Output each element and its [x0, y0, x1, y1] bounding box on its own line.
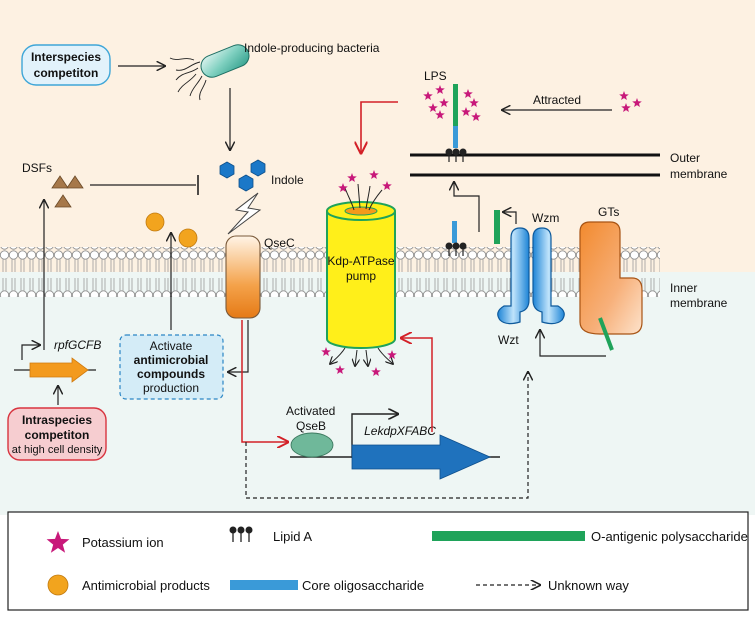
arrow-lps-to-pump	[361, 101, 398, 153]
activate-label-2: antimicrobial	[134, 353, 209, 367]
outer-membrane-label-1: Outer	[670, 151, 700, 165]
wzm-wzt-transporter	[497, 227, 565, 325]
rpf-gene-label: rpfGCFB	[54, 338, 101, 352]
potassium-ion-icon	[435, 110, 445, 119]
potassium-ion-icon	[469, 98, 479, 107]
intraspecies-label-1: Intraspecies	[22, 413, 92, 427]
lps-o-antigen-bar	[453, 84, 458, 126]
potassium-ion-icon	[321, 347, 331, 356]
activate-antimicrobial-box	[119, 334, 224, 400]
potassium-ion-icon	[338, 183, 348, 192]
interspecies-label-2: competiton	[34, 66, 99, 80]
legend-lipid-a-icon	[229, 526, 253, 542]
antimicrobial-product-icon	[145, 212, 165, 232]
indole-molecules-icon	[219, 159, 266, 192]
potassium-ion-icon	[335, 365, 345, 374]
legend-unknown-label: Unknown way	[548, 578, 629, 593]
inner-o-antigen-bar	[494, 210, 500, 244]
legend-box	[7, 511, 749, 611]
wzm-label: Wzm	[532, 211, 559, 225]
gts-label: GTs	[598, 205, 619, 219]
qseb-protein	[290, 432, 334, 458]
potassium-ion-icon	[621, 103, 631, 112]
potassium-ion-icon	[435, 85, 445, 94]
bacterium-icon	[169, 44, 250, 101]
lipid-a-outer-icon	[445, 148, 467, 162]
arrow-wzm-out	[503, 212, 517, 224]
lightning-bolt-icon	[227, 192, 262, 235]
activate-label-3: compounds	[137, 367, 205, 381]
gts-enzyme	[579, 221, 643, 335]
lekdp-gene-arrow	[351, 434, 491, 480]
rpf-gene-arrow	[29, 357, 89, 383]
outer-membrane-label-2: membrane	[670, 167, 728, 181]
legend-core-label: Core oligosaccharide	[302, 578, 424, 593]
arrow-transport-to-outer	[454, 182, 480, 232]
qseb-label-1: Activated	[286, 404, 335, 418]
dsf-triangles-icon	[51, 175, 84, 208]
legend-o-antigen-label: O-antigenic polysaccharide	[591, 529, 748, 544]
potassium-ion-icon	[632, 98, 642, 107]
potassium-ion-icon	[382, 181, 392, 190]
potassium-ions	[321, 85, 642, 376]
antimicrobial-product-icon	[178, 228, 198, 248]
lps-label: LPS	[424, 69, 447, 83]
qsec-label: QseC	[264, 236, 295, 250]
potassium-ion-icon	[461, 107, 471, 116]
lekdp-promoter-arrow	[351, 414, 398, 458]
activate-label-1: Activate	[150, 339, 193, 353]
indole-bacteria-label: Indole-producing bacteria	[244, 41, 380, 55]
lipid-a-inner-icon	[445, 242, 467, 256]
dsfs-label: DSFs	[22, 161, 52, 175]
wzt-label: Wzt	[498, 333, 519, 347]
kdp-atpase-pump	[326, 201, 396, 349]
interspecies-label-1: Interspecies	[31, 50, 101, 64]
interspecies-competition-box	[21, 44, 111, 86]
qsec-receptor	[225, 235, 261, 319]
qseb-label-2: QseB	[296, 419, 326, 433]
potassium-ion-icon	[423, 91, 433, 100]
intraspecies-label-2: competiton	[25, 428, 90, 442]
potassium-ion-icon	[471, 112, 481, 121]
arrow-unknown-way	[245, 372, 528, 499]
inner-core-bar	[452, 221, 457, 243]
legend-core-swatch	[230, 580, 298, 590]
pump-outflow-arrows	[330, 347, 393, 366]
legend-potassium-icon	[46, 531, 70, 553]
potassium-ion-icon	[463, 89, 473, 98]
legend-o-antigen-swatch	[432, 531, 585, 541]
activate-label-4: production	[143, 381, 199, 395]
potassium-ion-icon	[619, 91, 629, 100]
arrow-lekdp-to-pump	[401, 338, 433, 432]
intraspecies-label-3: at high cell density	[12, 444, 103, 456]
arrow-gts-to-wzt	[540, 330, 606, 357]
inner-membrane-label-2: membrane	[670, 296, 728, 310]
arrow-qsec-to-qseb	[241, 320, 288, 442]
legend-potassium-label: Potassium ion	[82, 535, 164, 550]
potassium-ion-icon	[439, 98, 449, 107]
legend-lipid-a-label: Lipid A	[273, 529, 312, 544]
kdp-label-1: Kdp-ATPase	[327, 254, 394, 268]
potassium-ion-icon	[46, 531, 70, 553]
arrow-qsec-to-activate	[228, 320, 249, 372]
lps-core-bar	[453, 126, 458, 148]
legend-antimicrobial-label: Antimicrobial products	[82, 578, 210, 593]
inner-membrane-label-1: Inner	[670, 281, 697, 295]
potassium-ion-icon	[347, 173, 357, 182]
rpf-promoter-arrow	[21, 345, 40, 360]
attracted-label: Attracted	[533, 93, 581, 107]
potassium-ion-icon	[369, 170, 379, 179]
potassium-ion-icon	[371, 367, 381, 376]
potassium-ion-icon	[428, 103, 438, 112]
kdp-label-2: pump	[346, 269, 376, 283]
gts-o-antigen-bar	[598, 317, 614, 351]
intraspecies-competition-box	[7, 407, 107, 461]
legend-antimicrobial-icon	[47, 574, 69, 596]
potassium-ion-icon	[387, 350, 397, 359]
pump-inflow-arrows	[344, 183, 383, 211]
indole-label: Indole	[271, 173, 304, 187]
lekdp-gene-label: LekdpXFABC	[364, 424, 436, 438]
